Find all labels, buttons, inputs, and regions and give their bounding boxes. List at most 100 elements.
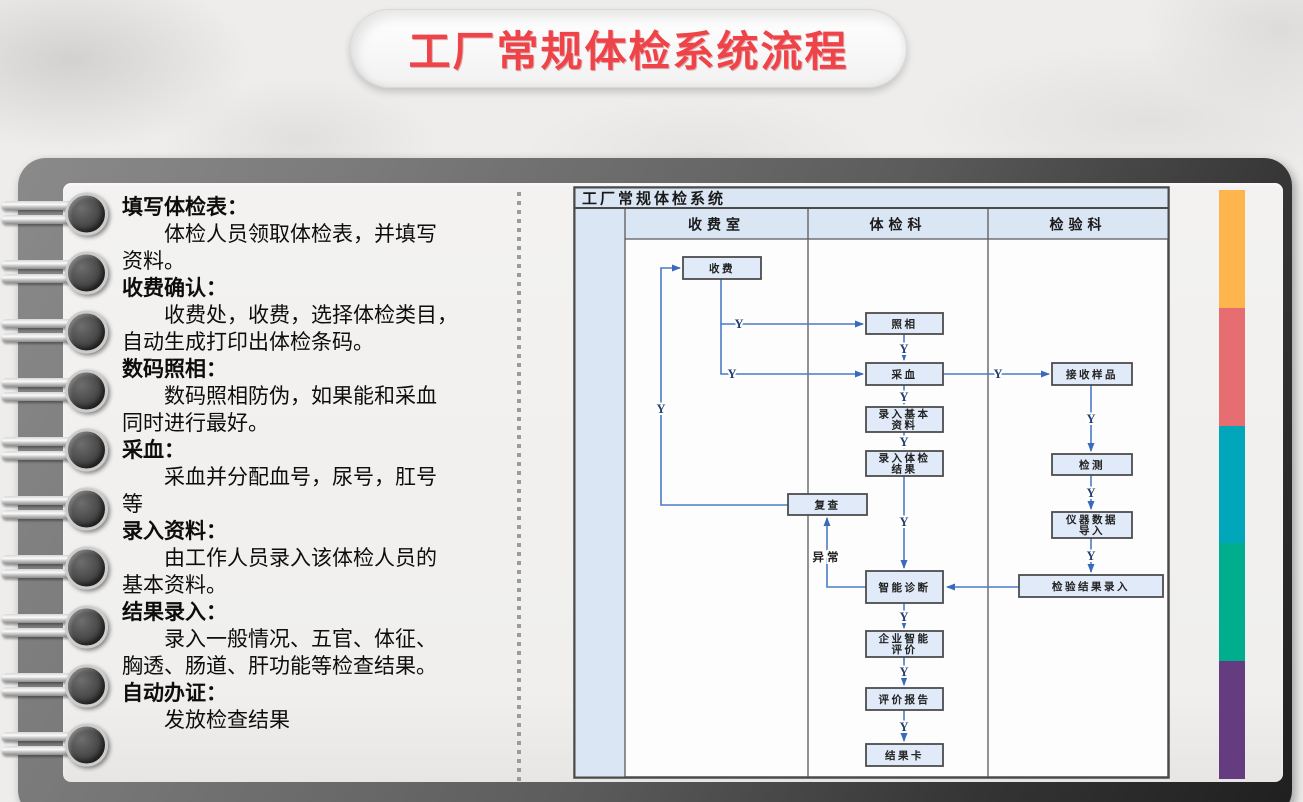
binder-ring (0, 251, 112, 295)
edge-label-y: Y (899, 720, 908, 734)
svg-text:导入: 导入 (1079, 525, 1105, 537)
note-body: 录入一般情况、五官、体征、 胸透、肠道、肝功能等检查结果。 (122, 627, 437, 678)
ring-wire (2, 628, 95, 637)
edge-label-y: Y (656, 402, 665, 416)
ribbon-segment-4 (1219, 543, 1245, 662)
note-body: 由工作人员录入该体检人员的 基本资料。 (122, 546, 437, 597)
ring-knob (65, 487, 108, 531)
ring-knob (65, 546, 108, 590)
ribbon-segment-3 (1219, 425, 1245, 544)
note-body: 体检人员领取体检表，并填写 资料。 (122, 222, 437, 273)
ring-wire (2, 201, 103, 210)
ring-wire (2, 510, 95, 519)
flow-edge (720, 324, 864, 378)
svg-text:采血: 采血 (891, 368, 918, 381)
binder-ring (0, 428, 112, 472)
flow-node-pingjia: 评价报告 (865, 687, 944, 711)
note-body: 采血并分配血号，尿号，肛号 等 (122, 465, 437, 516)
svg-text:仪器数据: 仪器数据 (1065, 513, 1118, 526)
edge-label-y: Y (993, 367, 1002, 381)
flowchart-title: 工厂常规体检系统 (582, 190, 726, 208)
edge-label-y: Y (899, 665, 908, 679)
note-heading: 数码照相： (122, 357, 227, 381)
ring-knob (65, 664, 108, 708)
svg-text:录入基本: 录入基本 (879, 408, 931, 421)
svg-text:资料: 资料 (892, 419, 918, 432)
ring-wire (2, 378, 103, 387)
dotted-divider (517, 192, 521, 782)
ring-knob (65, 192, 108, 236)
lane-header-3: 检验科 (1050, 217, 1107, 234)
binder-ring (0, 723, 112, 767)
binder-ring (0, 192, 112, 236)
ring-wire (2, 614, 103, 623)
lane-header-1: 收费室 (688, 217, 745, 234)
flow-node-fucha: 复查 (787, 493, 868, 516)
svg-text:接收样品: 接收样品 (1066, 368, 1118, 381)
flow-node-zhaoxiang: 照相 (865, 312, 944, 335)
svg-text:收费: 收费 (709, 262, 735, 275)
svg-text:录入体检: 录入体检 (879, 452, 931, 465)
ring-knob (65, 310, 108, 354)
binder-ring (0, 546, 112, 590)
edge-label-y: Y (734, 317, 743, 331)
flow-node-caixue: 采血 (865, 362, 944, 386)
binder-ring (0, 369, 112, 413)
ring-wire (2, 496, 103, 505)
color-ribbon (1219, 190, 1245, 779)
svg-text:复查: 复查 (814, 499, 841, 512)
ring-wire (2, 687, 95, 696)
flow-node-jianyan: 检验结果录入 (1018, 574, 1164, 598)
ring-knob (65, 251, 108, 295)
edge-label-y: Y (899, 390, 908, 404)
svg-text:智能诊断: 智能诊断 (878, 581, 931, 594)
edge-label-y: Y (899, 342, 908, 356)
svg-text:照相: 照相 (892, 318, 918, 331)
ring-wire (2, 274, 95, 283)
note-body: 数码照相防伪，如果能和采血 同时进行最好。 (122, 384, 437, 435)
flow-edge (823, 517, 866, 588)
edge-label-y: Y (899, 610, 908, 624)
note-heading: 自动办证： (122, 681, 227, 705)
ring-wire (2, 555, 103, 564)
ring-wire (2, 673, 103, 682)
note-heading: 收费确认： (122, 276, 227, 300)
ring-wire (2, 215, 95, 224)
ring-knob (65, 605, 108, 649)
svg-text:企业智能: 企业智能 (878, 632, 931, 645)
ribbon-segment-1 (1219, 190, 1245, 308)
lane-header-2: 体检科 (870, 217, 927, 234)
flowchart-panel: 工厂常规体检系统收费室体检科检验科收费照相采血录入基本资料录入体检结果复查智能诊… (573, 186, 1170, 779)
ring-knob (65, 369, 108, 413)
flowchart-svg: 工厂常规体检系统收费室体检科检验科收费照相采血录入基本资料录入体检结果复查智能诊… (573, 186, 1170, 779)
flow-node-shoufei: 收费 (682, 256, 762, 280)
note-heading: 结果录入： (122, 600, 227, 624)
ring-wire (2, 392, 95, 401)
page-title: 工厂常规体检系统流程 (408, 28, 849, 75)
svg-text:结果: 结果 (892, 463, 918, 476)
note-body: 发放检查结果 (164, 708, 290, 732)
binder-ring (0, 487, 112, 531)
flow-node-zhineng: 智能诊断 (865, 570, 944, 604)
ring-knob (65, 428, 108, 472)
note-body: 收费处，收费，选择体检类目， 自动生成打印出体检条码。 (122, 303, 458, 354)
svg-text:评价报告: 评价报告 (879, 693, 931, 706)
binder-ring (0, 605, 112, 649)
flow-edge (660, 264, 788, 506)
svg-text:评价: 评价 (892, 643, 918, 656)
edge-label-y: Y (1086, 549, 1095, 563)
note-heading: 录入资料： (122, 519, 227, 543)
edge-label-y: Y (899, 515, 908, 529)
edge-label-y: Y (1086, 486, 1095, 500)
flow-node-jiance: 检测 (1051, 453, 1133, 476)
ring-wire (2, 746, 95, 755)
svg-text:结果卡: 结果卡 (885, 749, 924, 762)
binder-ring (0, 310, 112, 354)
edge-label-y: Y (899, 435, 908, 449)
svg-text:检测: 检测 (1079, 459, 1105, 472)
ring-wire (2, 732, 103, 741)
